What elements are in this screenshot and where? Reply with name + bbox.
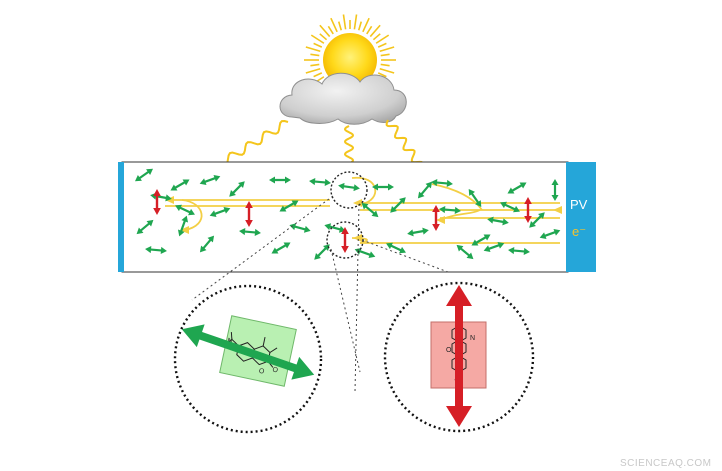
electron-label: e⁻ xyxy=(572,224,586,239)
coumarin-molecule-structure: N O O xyxy=(224,332,279,376)
red-dipole-arrow xyxy=(245,201,253,227)
svg-text:N: N xyxy=(227,337,233,345)
green-dipole-arrow xyxy=(177,215,189,237)
watermark-text: SCIENCEAQ.COM xyxy=(620,458,712,469)
sun-ray xyxy=(327,25,334,35)
green-dipole-arrow xyxy=(390,197,406,213)
sun-ray xyxy=(366,25,373,35)
green-dipole-arrow xyxy=(500,201,520,213)
green-dipole-arrow xyxy=(354,247,376,259)
sun-ray xyxy=(357,21,363,31)
green-dipole-arrow xyxy=(439,206,461,214)
green-dipole-arrow xyxy=(170,179,190,191)
green-dipole-arrow xyxy=(508,247,530,255)
green-dipole-arrow xyxy=(551,179,559,201)
red-dye-dipoles xyxy=(153,189,532,253)
green-dipole-arrow xyxy=(199,235,215,253)
svg-text:O: O xyxy=(272,366,279,374)
green-dipole-arrow xyxy=(136,219,154,235)
zoom-circle-green-dye: N O O xyxy=(173,284,323,434)
red-dipole-arrow xyxy=(153,189,161,215)
sun-ray xyxy=(380,63,390,67)
green-dipole-arrow xyxy=(456,244,474,260)
sun-ray xyxy=(310,53,320,57)
sun-ray xyxy=(342,14,347,30)
red-dipole-arrow xyxy=(341,227,349,253)
green-dipole-arrow xyxy=(269,176,291,184)
sun-ray xyxy=(319,33,328,41)
green-emission-dipole-arrow xyxy=(181,324,315,380)
sun-ray xyxy=(369,24,381,38)
sun-ray xyxy=(313,72,323,78)
green-dipole-arrow xyxy=(417,181,433,199)
zoom-circle-red-dye: O N xyxy=(383,281,535,433)
solar-cell-left xyxy=(118,162,124,272)
pv-label: PV xyxy=(570,197,588,212)
green-dipole-arrow xyxy=(271,242,291,254)
light-arrowheads xyxy=(165,196,562,242)
sun-ray xyxy=(372,33,381,41)
green-dipole-arrow xyxy=(175,204,195,216)
sun-ray xyxy=(379,46,395,53)
green-dipole-arrow xyxy=(539,228,561,240)
green-dipole-arrow xyxy=(407,227,429,237)
green-dipole-arrow xyxy=(314,244,330,260)
green-dipole-arrow xyxy=(289,223,311,233)
green-dipole-arrow xyxy=(471,234,491,246)
green-dipole-arrow xyxy=(507,182,527,194)
green-dipole-arrow xyxy=(145,246,167,254)
sun-ray xyxy=(377,72,387,78)
green-dipole-arrow xyxy=(361,202,379,218)
sun-ray xyxy=(379,67,395,74)
svg-text:N: N xyxy=(470,335,475,342)
green-dipole-arrow xyxy=(199,174,221,186)
sun-ray xyxy=(362,17,370,33)
svg-text:O: O xyxy=(446,347,452,354)
green-dipole-arrow xyxy=(134,168,154,182)
sun-ray xyxy=(380,53,390,57)
sun-ray xyxy=(305,67,321,74)
solar-cell-right xyxy=(566,162,596,272)
red-dipole-arrow xyxy=(432,205,440,231)
sun-ray xyxy=(377,42,387,48)
sun-ray xyxy=(375,34,390,44)
green-dipole-arrow xyxy=(309,178,331,186)
sun-ray xyxy=(310,34,325,44)
green-dipole-arrow xyxy=(483,241,505,253)
green-dipole-arrow xyxy=(386,242,406,254)
green-dipole-arrow xyxy=(239,228,261,236)
green-dipole-arrow xyxy=(487,216,509,226)
sun-ray xyxy=(337,21,343,31)
sun-ray xyxy=(313,42,323,48)
cloud-icon xyxy=(279,72,407,125)
zoom-marker-upper xyxy=(330,171,368,209)
green-dye-dipoles xyxy=(134,168,561,260)
waveguide-panel xyxy=(121,161,569,273)
sun-ray xyxy=(305,46,321,53)
green-dipole-arrow xyxy=(372,183,394,191)
green-dipole-arrow xyxy=(279,200,299,212)
svg-text:O: O xyxy=(258,368,265,376)
green-dipole-arrow xyxy=(324,223,346,233)
sun-ray xyxy=(330,17,338,33)
green-dipole-arrow xyxy=(209,206,231,218)
green-dipole-arrow xyxy=(229,181,245,197)
green-dipole-arrow xyxy=(338,182,360,192)
red-emission-dipole-arrow xyxy=(446,285,472,427)
green-dipole-arrow xyxy=(468,188,482,208)
green-dipole-arrow xyxy=(431,179,453,187)
sun-ray xyxy=(353,14,358,30)
sun-ray xyxy=(310,63,320,67)
red-dipole-arrow xyxy=(524,197,532,223)
zoom-connector-lines xyxy=(191,195,449,393)
green-dipole-arrow xyxy=(529,212,545,228)
sun-ray xyxy=(319,24,331,38)
